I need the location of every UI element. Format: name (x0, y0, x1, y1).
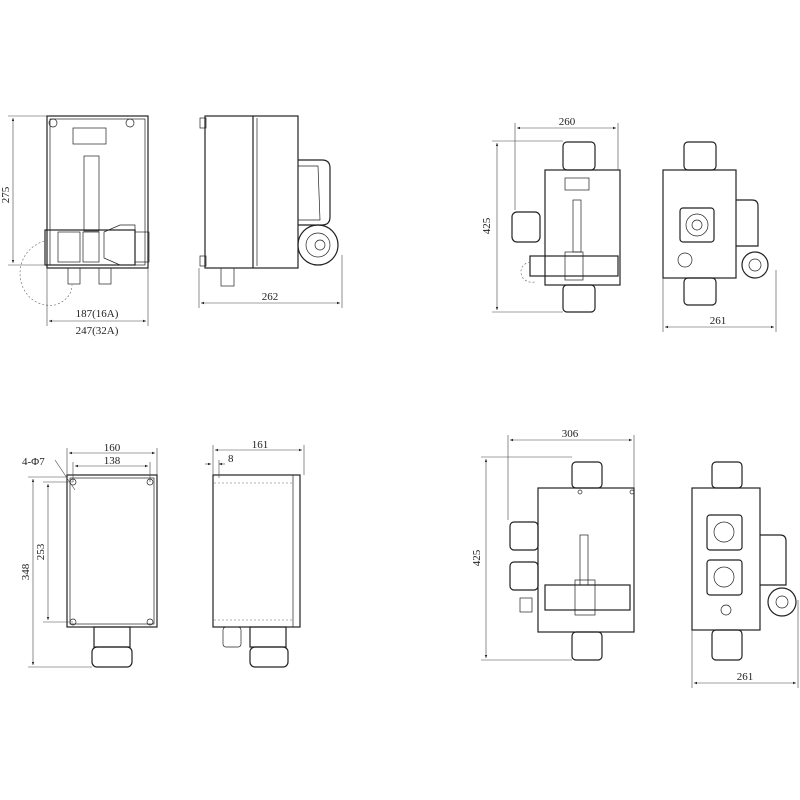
side-view-switch-socket (198, 115, 343, 308)
dim-width-32a: 247(32A) (76, 325, 119, 337)
dim-height-425-bottom: 425 (471, 549, 483, 566)
dim-depth-262: 262 (262, 291, 279, 303)
dim-depth-261-bottom: 261 (737, 671, 754, 683)
dim-depth-161: 161 (252, 439, 269, 451)
dim-width-160: 160 (104, 442, 121, 454)
mounting-front-view (28, 448, 158, 668)
side-view-bottom-right (691, 461, 799, 688)
dim-hole-spacing-253: 253 (35, 543, 47, 560)
front-view-bottom-right (481, 435, 635, 661)
dim-width-260: 260 (559, 116, 576, 128)
mounting-side-view (205, 445, 305, 668)
dim-depth-261-top: 261 (710, 315, 727, 327)
dim-height-425-top: 425 (481, 217, 493, 234)
dim-width-306: 306 (562, 428, 579, 440)
dim-width-16a: 187(16A) (76, 308, 119, 320)
dim-hole-spacing-138: 138 (104, 455, 121, 467)
front-view-top-right (492, 123, 621, 313)
side-view-top-right (662, 141, 777, 332)
dim-offset-8: 8 (228, 453, 234, 465)
dim-height-348: 348 (20, 563, 32, 580)
dim-mounting-holes: 4-Φ7 (22, 456, 45, 468)
dim-height-275: 275 (0, 186, 12, 203)
front-view-switch-socket (8, 115, 150, 326)
